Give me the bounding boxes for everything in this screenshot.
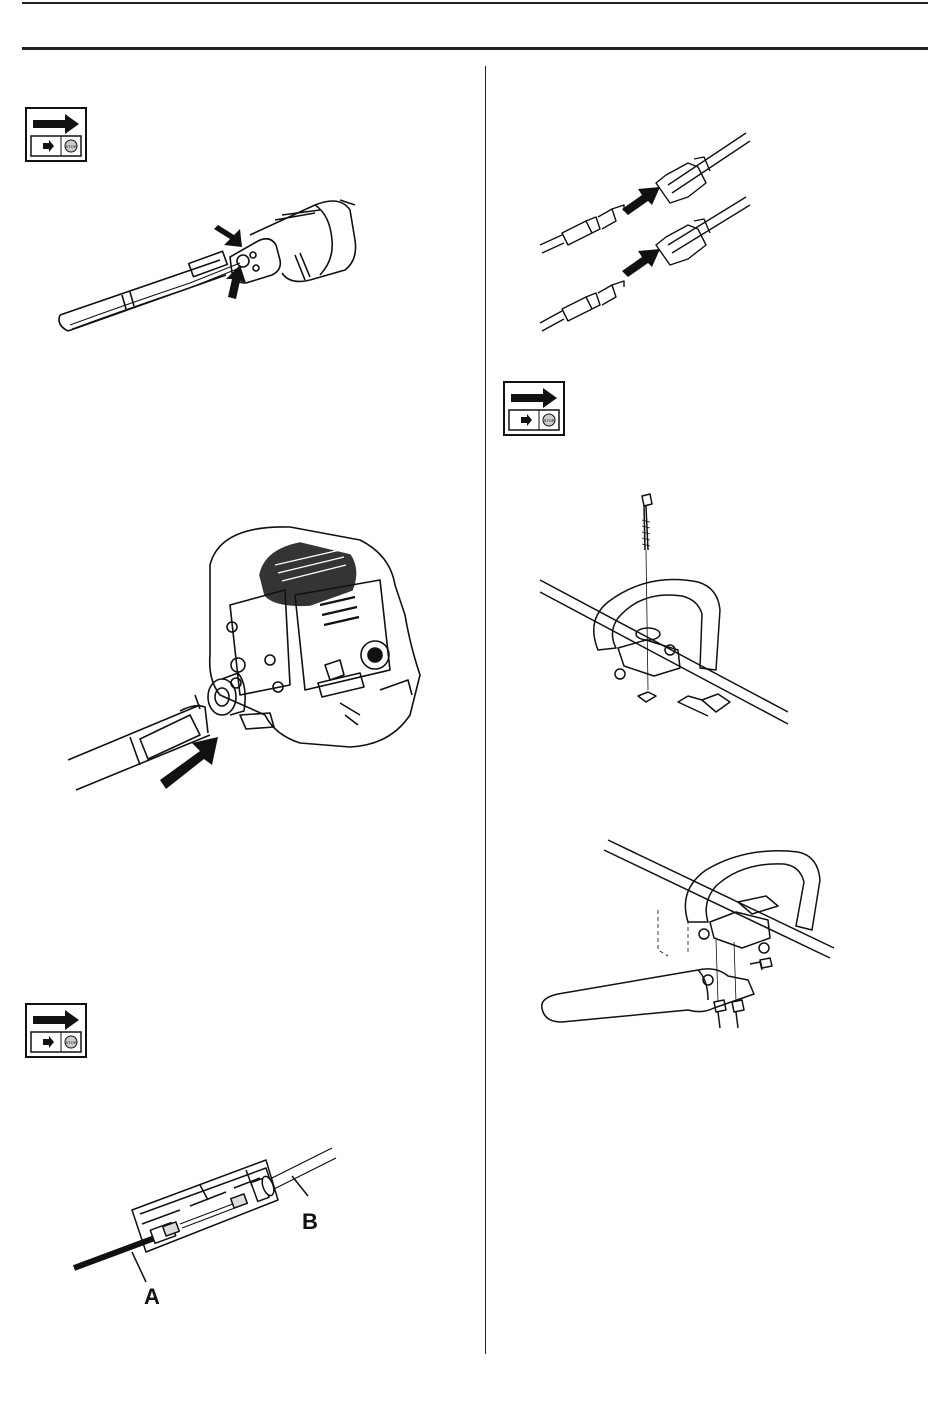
label-a: A bbox=[144, 1284, 160, 1310]
throttle-handle-illustration bbox=[50, 185, 370, 345]
header-rule-top bbox=[22, 2, 928, 4]
engine-illustration bbox=[60, 515, 440, 805]
cable-connectors-illustration bbox=[538, 125, 768, 335]
loop-handle-bolt-illustration bbox=[538, 490, 808, 730]
arrow-stop-icon: STOP bbox=[25, 1003, 87, 1058]
arrow-stop-icon: STOP bbox=[25, 107, 87, 162]
arrow-stop-icon: STOP bbox=[503, 381, 565, 436]
stop-label: STOP bbox=[66, 144, 77, 149]
stop-label: STOP bbox=[544, 418, 555, 423]
stop-label: STOP bbox=[66, 1040, 77, 1045]
loop-handle-barrier-illustration bbox=[538, 830, 848, 1040]
shaft-coupling-illustration bbox=[70, 1140, 370, 1310]
label-b: B bbox=[302, 1209, 318, 1235]
column-divider bbox=[485, 66, 486, 1354]
header-rule-bottom bbox=[22, 47, 928, 50]
